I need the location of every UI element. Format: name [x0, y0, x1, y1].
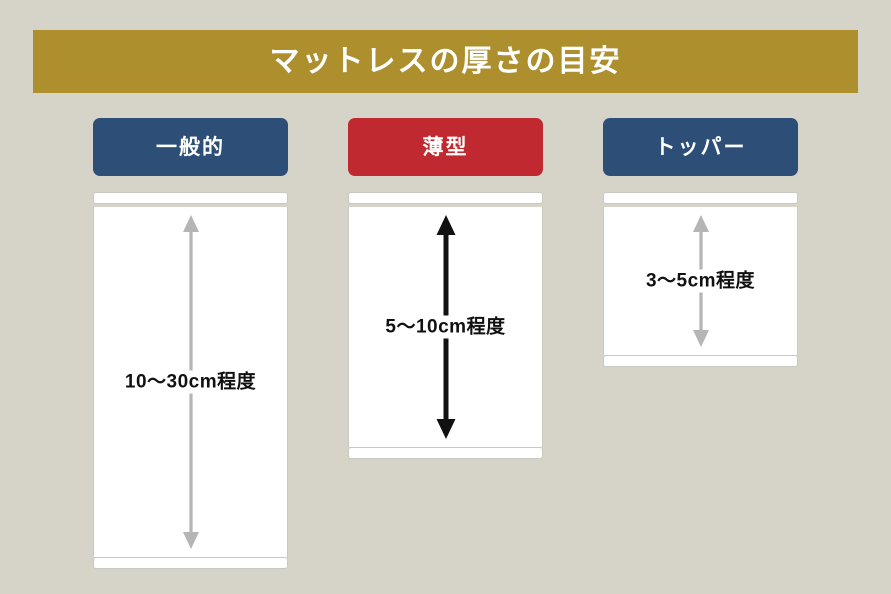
mattress-diagram: 3〜5cm程度 [603, 192, 798, 367]
mattress-bottom-band [348, 447, 543, 459]
column-header-label: 薄型 [422, 135, 469, 159]
column-header-label: 一般的 [156, 135, 225, 159]
mattress-body: 3〜5cm程度 [603, 207, 798, 355]
mattress-body: 5〜10cm程度 [348, 207, 543, 447]
mattress-bottom-band [603, 355, 798, 367]
title-banner: マットレスの厚さの目安 [33, 30, 858, 93]
mattress-top-band [93, 192, 288, 204]
mattress-bottom-band [93, 557, 288, 569]
column-header-general[interactable]: 一般的 [93, 118, 288, 176]
mattress-column-general: 一般的 10〜30cm程度 [93, 118, 288, 569]
thickness-label: 10〜30cm程度 [118, 370, 263, 394]
mattress-top-band [348, 192, 543, 204]
column-header-thin[interactable]: 薄型 [348, 118, 543, 176]
mattress-column-thin: 薄型 5〜10cm程度 [348, 118, 543, 459]
page-title: マットレスの厚さの目安 [269, 44, 622, 78]
column-header-topper[interactable]: トッパー [603, 118, 798, 176]
column-header-label: トッパー [654, 135, 747, 159]
thickness-label: 5〜10cm程度 [379, 315, 512, 339]
mattress-diagram: 5〜10cm程度 [348, 192, 543, 459]
mattress-column-topper: トッパー 3〜5cm程度 [603, 118, 798, 367]
thickness-label: 3〜5cm程度 [639, 269, 762, 293]
mattress-top-band [603, 192, 798, 204]
mattress-body: 10〜30cm程度 [93, 207, 288, 557]
mattress-diagram: 10〜30cm程度 [93, 192, 288, 569]
